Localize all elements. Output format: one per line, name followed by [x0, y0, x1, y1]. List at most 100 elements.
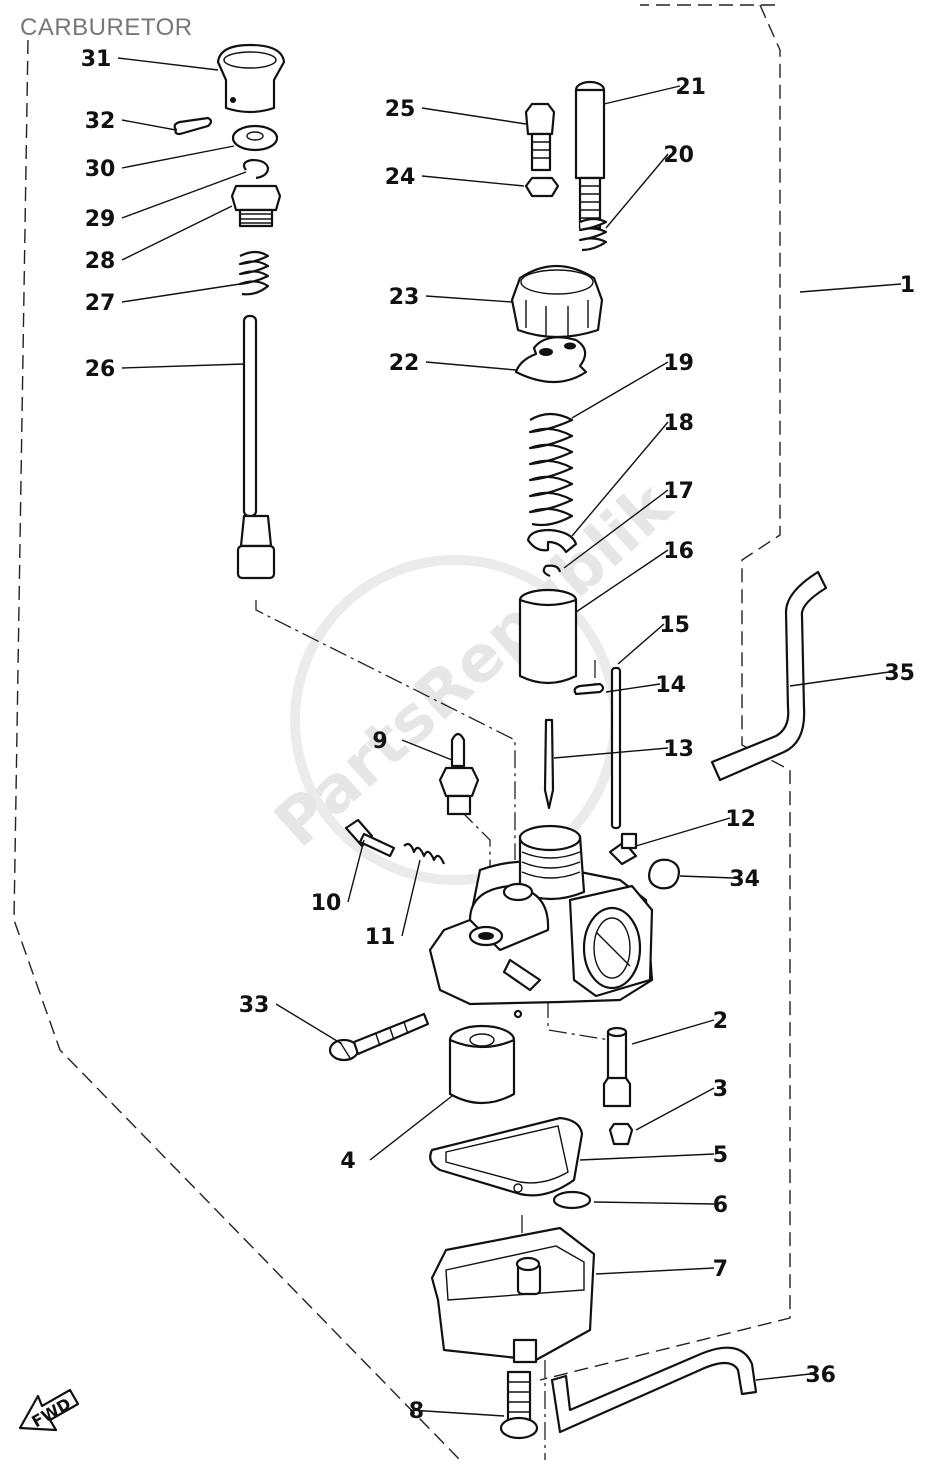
leader-line-17 — [563, 489, 669, 569]
leader-line-11 — [401, 859, 421, 937]
leader-line-14 — [605, 683, 661, 693]
watermark: PartsRepublik — [261, 468, 687, 885]
leader-line-8 — [409, 1409, 505, 1417]
part-26-shaft — [236, 314, 276, 580]
callout-8: 8 — [409, 1399, 424, 1424]
leader-line-24 — [421, 175, 525, 187]
part-16-slide — [518, 588, 578, 685]
part-12-screw — [608, 832, 638, 866]
part-33-screw — [328, 1012, 430, 1062]
callout-35: 35 — [884, 661, 915, 686]
leader-line-19 — [571, 361, 669, 419]
leader-line-18 — [571, 421, 669, 537]
part-10-screw — [344, 818, 396, 858]
part-35-hose — [710, 570, 828, 782]
leader-line-9 — [401, 739, 453, 761]
callout-26: 26 — [85, 357, 116, 382]
callout-29: 29 — [85, 207, 116, 232]
callout-27: 27 — [85, 291, 116, 316]
callout-22: 22 — [389, 351, 420, 376]
part-19-spring — [528, 412, 574, 527]
part-4-float — [448, 1024, 516, 1104]
leader-line-28 — [121, 205, 233, 261]
part-22-cover — [514, 336, 588, 383]
part-2-jet — [602, 1026, 632, 1108]
carburetor-body — [428, 824, 654, 1019]
leader-line-32 — [121, 119, 177, 131]
callout-10: 10 — [311, 891, 342, 916]
callout-5: 5 — [713, 1143, 728, 1168]
callout-31: 31 — [81, 47, 112, 72]
callout-17: 17 — [663, 479, 694, 504]
leader-line-10 — [347, 839, 365, 903]
callout-24: 24 — [385, 165, 416, 190]
part-30-washer — [231, 124, 279, 152]
callout-19: 19 — [663, 351, 694, 376]
leader-line-29 — [121, 171, 247, 219]
leader-line-12 — [635, 817, 731, 847]
part-7-float-bowl — [430, 1226, 596, 1364]
part-9-fitting — [438, 732, 480, 816]
callout-23: 23 — [389, 285, 420, 310]
watermark-text: PartsRepublik — [261, 468, 687, 862]
leader-line-20 — [605, 153, 669, 229]
callout-21: 21 — [675, 75, 706, 100]
part-13-needle — [543, 718, 555, 810]
part-32-cotter — [173, 116, 213, 136]
leader-line-1 — [799, 283, 902, 293]
callout-3: 3 — [713, 1077, 728, 1102]
callout-20: 20 — [663, 143, 694, 168]
leader-line-7 — [595, 1267, 715, 1275]
callout-14: 14 — [655, 673, 686, 698]
part-25-screw — [524, 102, 556, 172]
callout-4: 4 — [340, 1149, 355, 1174]
callout-2: 2 — [713, 1009, 728, 1034]
part-34-cap — [648, 858, 680, 890]
leader-line-34 — [679, 875, 735, 879]
callout-6: 6 — [713, 1193, 728, 1218]
part-27-spring — [238, 250, 270, 296]
part-18-clip — [526, 528, 578, 554]
part-21-adjuster — [574, 80, 606, 230]
leader-line-21 — [603, 85, 681, 105]
part-31-cap — [216, 43, 286, 114]
part-3-jet — [608, 1122, 634, 1146]
callout-11: 11 — [365, 925, 396, 950]
leader-line-16 — [575, 549, 669, 613]
callout-9: 9 — [372, 729, 387, 754]
callout-36: 36 — [805, 1363, 836, 1388]
part-28-top-nut — [230, 184, 282, 228]
callout-12: 12 — [725, 807, 756, 832]
part-29-clip — [242, 158, 270, 180]
leader-line-30 — [121, 145, 235, 169]
callout-15: 15 — [659, 613, 690, 638]
callout-25: 25 — [385, 97, 416, 122]
part-6-oring — [552, 1190, 592, 1210]
callout-18: 18 — [663, 411, 694, 436]
leader-line-31 — [117, 57, 219, 71]
part-17-eclip — [542, 564, 562, 578]
callout-16: 16 — [663, 539, 694, 564]
leader-line-5 — [579, 1153, 715, 1161]
leader-line-4 — [369, 1095, 453, 1161]
leader-line-22 — [425, 361, 517, 371]
needle-axis — [255, 600, 516, 860]
leader-line-3 — [635, 1087, 715, 1131]
part-5-gasket — [429, 1116, 584, 1197]
callout-1: 1 — [900, 273, 915, 298]
leader-line-13 — [553, 747, 669, 759]
callout-28: 28 — [85, 249, 116, 274]
callout-13: 13 — [663, 737, 694, 762]
right-boundary — [539, 4, 791, 1381]
leader-line-33 — [275, 1003, 343, 1045]
part-15-rod — [610, 666, 622, 830]
part-36-hose — [550, 1346, 758, 1434]
part-24-nut — [524, 176, 560, 198]
part-8-drain-screw — [499, 1370, 539, 1440]
diagram-title: CARBURETOR — [20, 14, 193, 41]
leader-line-35 — [789, 671, 890, 687]
jet-axis — [547, 1000, 611, 1041]
part-14-pin — [573, 682, 605, 696]
